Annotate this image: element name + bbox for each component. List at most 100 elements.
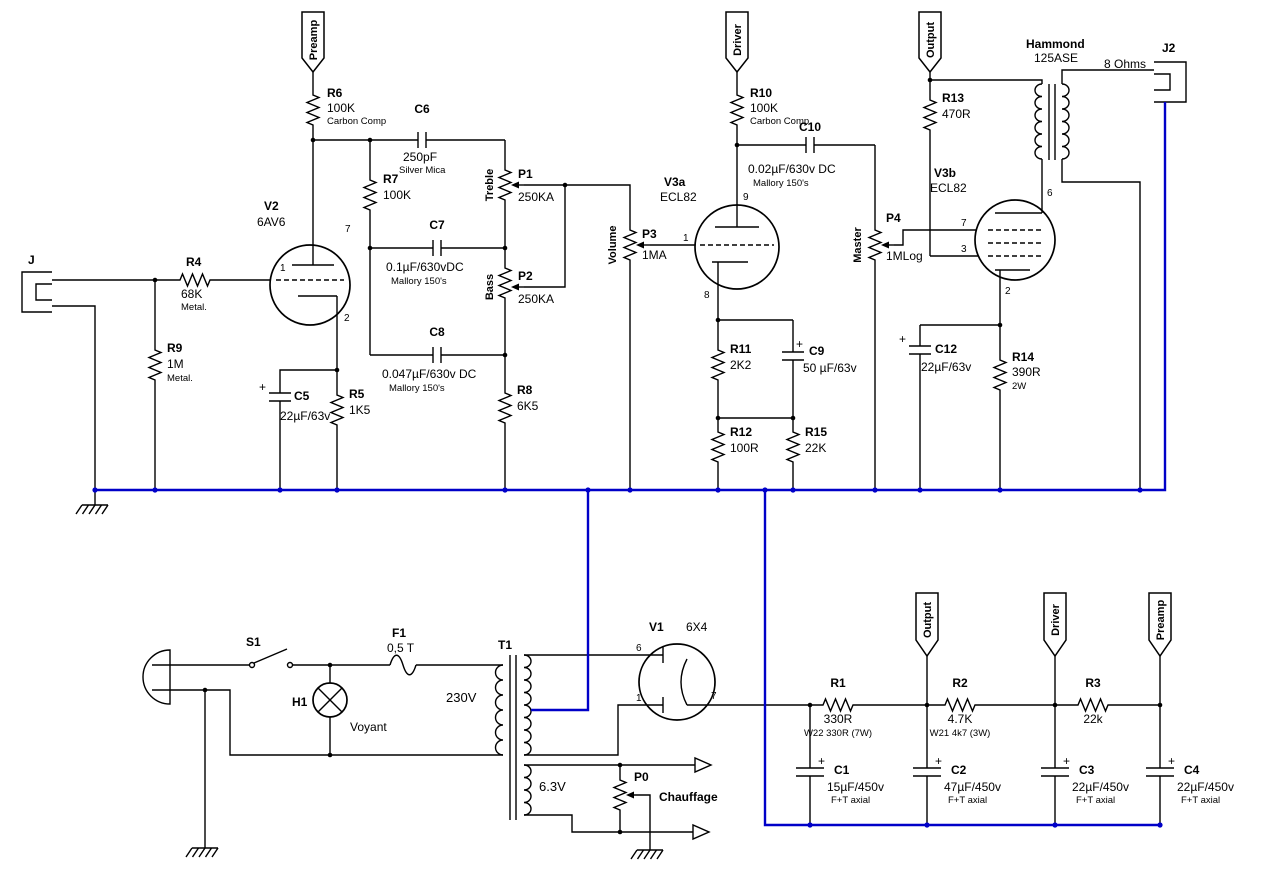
flag-preamp-top [301, 11, 325, 74]
fuse-f1: F1 0,5 T [387, 626, 417, 676]
c7-ref: C7 [429, 218, 445, 232]
capacitor-c8: C8 0.047µF/630v DC Mallory 150's [382, 325, 477, 394]
net-flags: Preamp Driver Output Output Driver Pream… [301, 11, 1172, 658]
r15-value: 22K [805, 441, 826, 455]
p2-function: Bass [484, 274, 496, 300]
r1-ref: R1 [830, 676, 846, 690]
c1-plus-sign: + [818, 754, 825, 768]
t1-heater-voltage: 6.3V [539, 779, 566, 794]
r6-ref: R6 [327, 86, 343, 100]
v2-pin-grid: 1 [280, 263, 286, 274]
opt-impedance: 8 Ohms [1104, 57, 1146, 71]
v3a-pin-cathode: 8 [704, 290, 710, 301]
c12-value: 22µF/63v [921, 360, 971, 374]
output-jack: J2 [1154, 41, 1187, 103]
r9-note: Metal. [167, 373, 193, 384]
resistor-r11: R11 2K2 [711, 342, 752, 386]
r12-ref: R12 [730, 425, 752, 439]
p0-ref: P0 [634, 770, 649, 784]
flag-output-bottom-label: Output [922, 602, 934, 638]
h1-label: Voyant [350, 720, 387, 734]
v3a-type: ECL82 [660, 190, 697, 204]
flag-driver-bottom-label: Driver [1050, 603, 1062, 636]
p3-function: Volume [607, 226, 619, 265]
c10-note: Mallory 150's [753, 178, 809, 189]
c2-plus-sign: + [935, 754, 942, 768]
v3b-pin-screen: 3 [961, 244, 967, 255]
c9-ref: C9 [809, 344, 825, 358]
resistor-r3: R3 22k [1072, 676, 1114, 726]
c3-ref: C3 [1079, 763, 1095, 777]
c10-value: 0.02µF/630v DC [748, 162, 836, 176]
input-jack-label: J [28, 253, 35, 267]
transformer-t1: T1 230V 6.3V [446, 638, 566, 816]
r13-ref: R13 [942, 91, 964, 105]
c9-plus-sign: + [796, 337, 803, 351]
r2-value: 4.7K [948, 712, 973, 726]
v1-pin-plate-bottom: 1 [636, 693, 642, 704]
v2-pin-plate: 7 [345, 224, 351, 235]
pot-p2-bass: P2 250KA Bass [484, 262, 554, 306]
tube-v3a: V3a ECL82 9 1 8 [660, 175, 780, 301]
r3-value: 22k [1083, 712, 1103, 726]
r10-ref: R10 [750, 86, 772, 100]
capacitor-c4: + C4 22µF/450v F+T axial [1146, 754, 1234, 806]
c3-plus-sign: + [1063, 754, 1070, 768]
resistor-r8: R8 6K5 [498, 383, 539, 429]
v3a-ref: V3a [664, 175, 686, 189]
resistor-r13: R13 470R [923, 91, 971, 136]
c6-note: Silver Mica [399, 165, 446, 176]
capacitor-c2: + C2 47µF/450v F+T axial [913, 754, 1001, 806]
r11-ref: R11 [730, 342, 752, 356]
c9-value: 50 µF/63v [803, 361, 857, 375]
c10-ref: C10 [799, 120, 821, 134]
output-transformer: Hammond 125ASE 8 Ohms [1026, 37, 1146, 160]
input-jack: J [21, 253, 52, 313]
signal-wires [52, 69, 1154, 505]
opt-brand: Hammond [1026, 37, 1085, 51]
flag-output-bottom [915, 592, 939, 658]
ground-bus-dots [92, 487, 1163, 828]
c1-note: F+T axial [831, 795, 870, 806]
v3b-pin-grid: 7 [961, 218, 967, 229]
p2-ref: P2 [518, 269, 533, 283]
c8-ref: C8 [429, 325, 445, 339]
capacitor-c9: + C9 50 µF/63v [782, 337, 857, 375]
c4-value: 22µF/450v [1177, 780, 1234, 794]
r10-note: Carbon Comp [750, 116, 809, 127]
c6-value: 250pF [403, 150, 437, 164]
p1-ref: P1 [518, 167, 533, 181]
resistor-r10: R10 100K Carbon Comp [730, 86, 809, 131]
f1-value: 0,5 T [387, 641, 415, 655]
power-wires [152, 654, 1161, 850]
flag-driver-top [725, 11, 749, 74]
r9-ref: R9 [167, 341, 183, 355]
c8-note: Mallory 150's [389, 383, 445, 394]
v1-pin-plate-top: 6 [636, 643, 642, 654]
v3b-ref: V3b [934, 166, 956, 180]
c3-value: 22µF/450v [1072, 780, 1129, 794]
c2-value: 47µF/450v [944, 780, 1001, 794]
r4-note: Metal. [181, 302, 207, 313]
c1-value: 15µF/450v [827, 780, 884, 794]
r13-value: 470R [942, 107, 971, 121]
switch-s1: S1 [246, 635, 294, 669]
c8-value: 0.047µF/630v DC [382, 367, 477, 381]
v3b-type: ECL82 [930, 181, 967, 195]
pot-p4-master: P4 1MLog Master [852, 211, 923, 266]
r1-note: W22 330R (7W) [804, 728, 872, 739]
flag-driver-bottom [1043, 592, 1067, 658]
r4-value: 68K [181, 287, 202, 301]
r9-value: 1M [167, 357, 184, 371]
p3-value: 1MA [642, 248, 667, 262]
c2-note: F+T axial [948, 795, 987, 806]
r7-value: 100K [383, 188, 411, 202]
f1-ref: F1 [392, 626, 406, 640]
pot-p1-treble: P1 250KA Treble [484, 164, 554, 206]
resistor-r5: R5 1K5 [330, 387, 371, 431]
r14-note: 2W [1012, 381, 1026, 392]
resistor-r7: R7 100K [363, 172, 411, 216]
p1-function: Treble [484, 169, 496, 201]
v3b-pin-cathode: 2 [1005, 286, 1011, 297]
